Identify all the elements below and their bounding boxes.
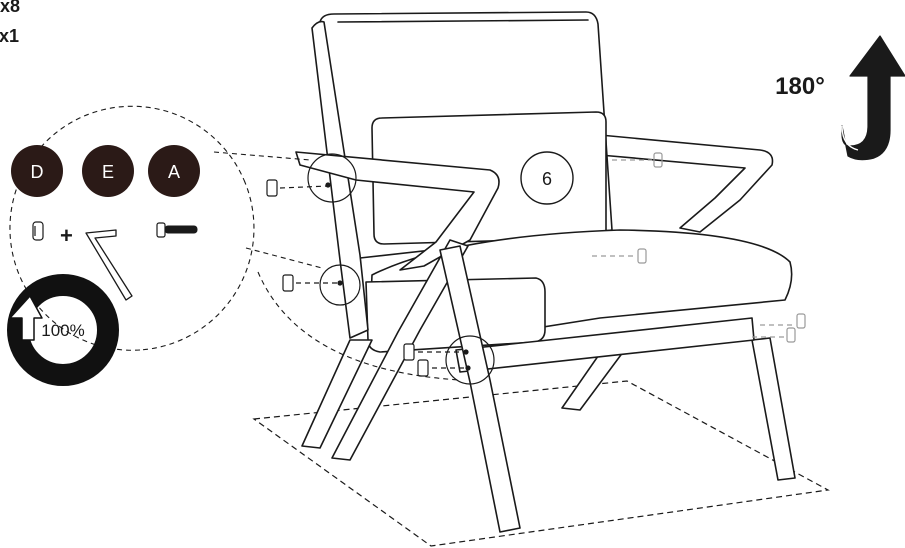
badge-letter-d: D — [31, 162, 44, 182]
detail-callout — [9, 105, 461, 381]
dash-line-5 — [279, 185, 329, 189]
cap-icon — [417, 359, 429, 377]
right-armrest-frame — [599, 134, 774, 233]
bolt-hole — [465, 365, 471, 371]
rotate-arrow-icon — [841, 35, 905, 161]
rotation-label: 180° — [775, 73, 825, 100]
front-left-leg — [331, 239, 469, 461]
seat-front-rail — [455, 317, 755, 373]
tighten-ring-icon — [7, 274, 119, 386]
callout-leader-2 — [245, 247, 323, 269]
allen-key-icon — [85, 229, 133, 301]
insertion-circle-2 — [319, 264, 361, 306]
badge-letter-a: A — [168, 162, 180, 182]
step-number-circle — [520, 151, 574, 205]
cap-icon — [786, 327, 796, 343]
part-badge-a: A — [148, 145, 200, 197]
cap-icon — [266, 179, 278, 197]
part-badge-e: E — [82, 145, 134, 197]
near-side-hardware — [266, 153, 495, 385]
cap-icon — [32, 221, 44, 241]
callout-leader-1 — [213, 151, 311, 161]
left-back-post — [311, 20, 369, 339]
left-armrest — [295, 151, 500, 271]
insertion-circle-3 — [445, 335, 495, 385]
callout-circle — [9, 105, 245, 351]
chair-drawing — [295, 11, 796, 533]
insertion-circle-1 — [307, 153, 357, 203]
bolt-hole — [463, 349, 469, 355]
parts-list-line-d: D x8 — [0, 0, 20, 16]
front-left-foot — [301, 339, 373, 449]
bolt-icon — [156, 222, 198, 238]
floor-outline — [252, 380, 830, 547]
backrest-inner-line — [337, 19, 589, 23]
tighten-percent: 100% — [41, 321, 84, 340]
rotate-arrow-icon — [9, 295, 43, 341]
cap-icon — [637, 248, 647, 264]
back-right-leg — [751, 337, 796, 481]
bolt-hole — [337, 280, 343, 286]
bolt-hole — [325, 182, 331, 188]
parts-list-line-e: E x1 — [0, 26, 19, 46]
step-number: 6 — [542, 169, 552, 189]
far-side-hardware — [592, 152, 806, 343]
plus-sign: + — [60, 223, 73, 248]
front-main-leg — [439, 245, 521, 533]
part-badge-d: D — [11, 145, 63, 197]
cap-icon — [796, 313, 806, 329]
cap-icon — [282, 274, 294, 292]
badge-letter-e: E — [102, 162, 114, 182]
cap-icon — [653, 152, 663, 168]
cap-icon — [403, 343, 415, 361]
callout-circle-lower — [139, 179, 255, 351]
